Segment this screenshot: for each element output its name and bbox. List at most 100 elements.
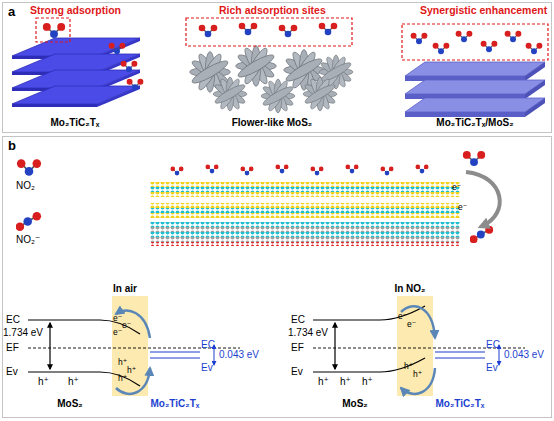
charge-flow-arrow [401,368,435,394]
label: Ev [291,366,303,377]
label: EF [6,342,19,353]
label: 1.734 eV [288,327,328,338]
sulfur-layer [150,203,460,208]
no2-ion [16,212,41,231]
label: Ev [6,366,18,377]
label: Mo₂TiC₂Tₓ [150,398,199,409]
highlight-box [402,24,548,60]
panel-frame: a [2,2,552,133]
valence-band [435,357,485,358]
highlight-box [186,18,352,46]
label: e⁻ [122,321,131,330]
electron-transfer-arrow [466,172,500,226]
label: e⁻ [458,203,467,212]
label: h⁺ [118,374,127,383]
no2-molecule [43,23,65,38]
label: Ev [201,362,213,373]
sheet-edge [405,112,525,117]
no2-molecule [109,43,126,54]
sulfur-layer [150,213,460,218]
no2-molecule [199,25,218,38]
no2-molecule [456,31,473,42]
label: e⁻ [398,312,407,321]
label: h⁺ [68,376,79,387]
no2-molecule [319,23,338,36]
label: Mo₂TiC₂Tₓ [50,117,99,128]
molybdenum-layer [150,208,460,213]
sheet-edge [525,80,545,99]
label: EC [6,314,20,325]
no2-molecule [415,165,428,174]
mxene-sheet [12,38,140,56]
carbon-layer [150,237,460,242]
sheet-edge [12,104,97,107]
label: EC [291,314,305,325]
label: 0.043 eV [219,349,259,360]
no2-molecule [170,167,183,176]
sheet-edge [525,98,545,117]
no2-molecule [481,41,498,52]
molybdenum-layer [150,187,460,192]
label: e⁻ [113,328,122,337]
label: EC [486,339,500,350]
valence-band [150,357,200,358]
band-diagram [28,296,240,396]
no2-molecule [121,61,138,72]
label: EC [201,339,215,350]
metal-layer [150,222,460,227]
label: EF [291,342,304,353]
label: NO₂ [16,180,35,191]
panel-frame: b [2,136,552,418]
no2-molecule [380,167,393,176]
band-gap-arrow [334,323,335,369]
no2-molecule [279,25,298,38]
mos2-flower [213,77,247,111]
composite-sheet [405,98,545,112]
label: Flower-like MoS₂ [232,117,313,128]
band-diagram [313,296,525,396]
label: h⁺ [340,376,351,387]
no2-molecule [275,165,288,174]
label: e⁻ [407,320,416,329]
conduction-band [28,320,140,334]
no2-molecule [239,23,258,36]
no2-molecule [127,79,144,90]
label: Mo₂TiC₂Tₓ [435,398,484,409]
label: Mo₂TiC₂Tₓ/MoS₂ [436,117,513,128]
label: MoS₂ [342,398,368,409]
sulfur-layer [150,182,460,187]
no2-molecule [433,43,450,54]
no2-molecule [17,159,41,175]
valence-band [28,372,140,386]
label: h⁺ [318,376,329,387]
label: NO₂⁻ [16,234,40,245]
label: h⁺ [127,366,136,375]
label: 1.734 eV [3,327,43,338]
label: h⁺ [38,376,49,387]
label: h⁺ [413,370,422,379]
no2-molecule [411,33,428,44]
no2-molecule [205,165,218,174]
label: MoS₂ [57,398,83,409]
no2-molecule [505,31,522,42]
label: In air [113,283,137,294]
no2-molecule [463,151,485,166]
label: e⁻ [113,314,122,323]
no2-molecule [526,43,543,54]
label: In NO₂ [394,283,425,294]
sulfur-layer [150,192,460,197]
label: h⁺ [404,362,413,371]
label: 0.043 eV [504,349,544,360]
label: h⁺ [118,358,127,367]
conduction-band [150,351,200,352]
label: h⁺ [362,376,373,387]
panel-letter: a [8,5,15,19]
mos2-flower [236,46,277,87]
metal-layer [150,232,460,237]
mxene-sheet [12,54,140,72]
termination-layer [150,242,460,246]
label: Synergistic enhancement [420,5,547,16]
no2-molecule [240,167,253,176]
